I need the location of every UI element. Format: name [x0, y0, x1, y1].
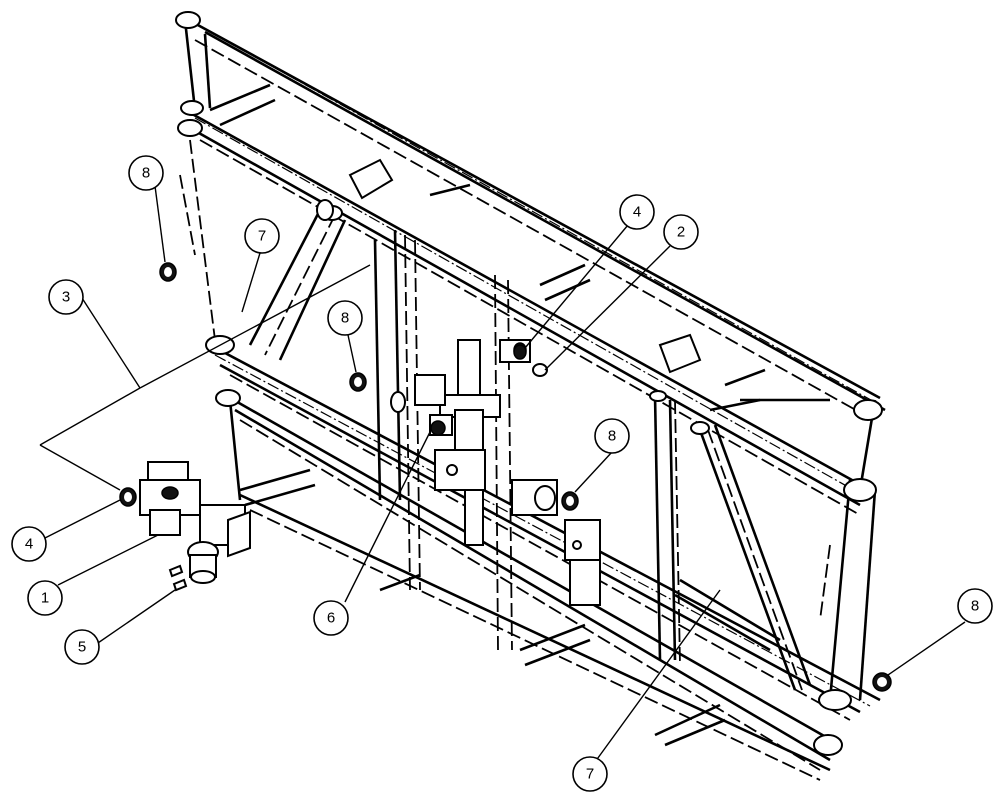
- callout-label: 1: [41, 590, 49, 607]
- callout-7-lower: 7: [572, 756, 608, 792]
- callout-7-upper: 7: [244, 218, 280, 254]
- callout-5: 5: [64, 629, 100, 665]
- callout-label: 8: [341, 310, 349, 327]
- callout-label: 8: [608, 428, 616, 445]
- callout-label: 4: [25, 536, 33, 553]
- callout-8-d: 8: [957, 588, 993, 624]
- callout-label: 6: [327, 610, 335, 627]
- boom-frame: [179, 16, 886, 781]
- callout-label: 7: [258, 228, 266, 245]
- callout-label: 3: [62, 289, 70, 306]
- callout-4-top: 4: [619, 194, 655, 230]
- callout-label: 2: [677, 224, 685, 241]
- callout-4-left: 4: [11, 526, 47, 562]
- callout-label: 8: [971, 598, 979, 615]
- callout-label: 7: [586, 766, 594, 783]
- leader-lines: [39, 185, 966, 763]
- callout-8-a: 8: [128, 155, 164, 191]
- o-ring-seals: [119, 262, 892, 692]
- callout-6: 6: [313, 600, 349, 636]
- callout-3: 3: [48, 279, 84, 315]
- solenoid-valve-assembly: [139, 461, 251, 584]
- callout-label: 8: [142, 165, 150, 182]
- callout-8-c: 8: [594, 418, 630, 454]
- callout-1: 1: [27, 580, 63, 616]
- callout-label: 5: [78, 639, 86, 656]
- callout-2: 2: [663, 214, 699, 250]
- callout-label: 4: [633, 204, 641, 221]
- callout-8-b: 8: [327, 300, 363, 336]
